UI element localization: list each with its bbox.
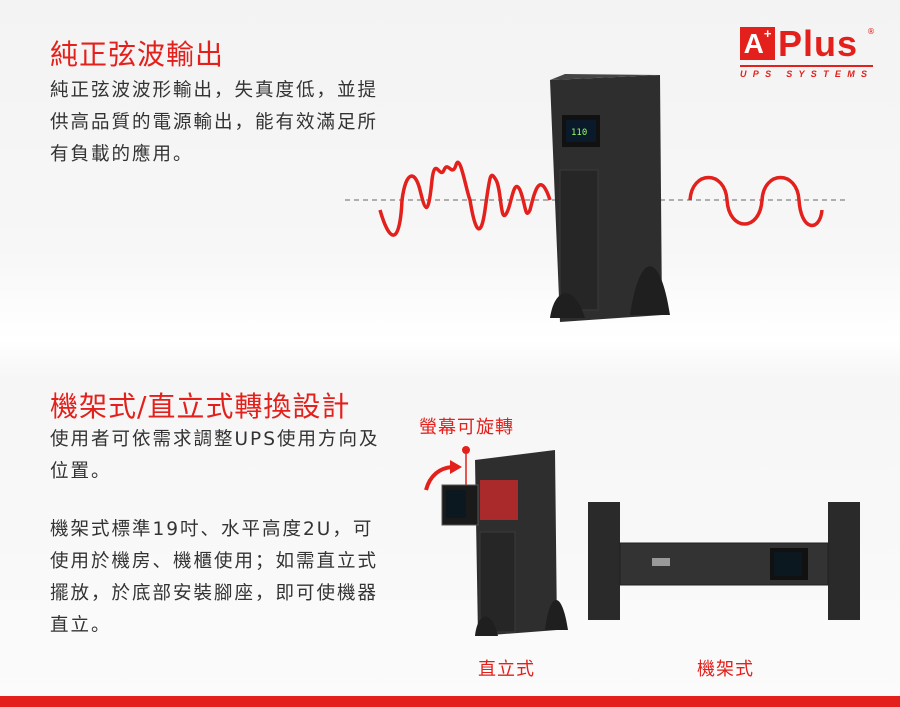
ups-tower-standing: [441, 450, 568, 636]
rotatable-screen-callout: 螢幕可旋轉: [419, 417, 514, 438]
logo-plus: +: [763, 27, 772, 41]
section1-title: 純正弦波輸出: [50, 38, 225, 71]
caption-tower: 直立式: [478, 659, 535, 680]
pure-sine-wave: [688, 175, 824, 228]
logo-divider: [740, 65, 873, 67]
tower-and-rack-illustration: [424, 446, 860, 636]
ups-tower-unit: 110: [550, 74, 670, 322]
caption-rack: 機架式: [697, 659, 754, 680]
sine-wave-illustration: 110: [345, 74, 845, 322]
section2-body-2: 機架式標準19吋、水平高度2U，可使用於機房、機櫃使用；如需直立式擺放，於底部安…: [50, 519, 379, 636]
section2-title: 機架式/直立式轉換設計: [50, 390, 351, 423]
section1-body: 純正弦波波形輸出，失真度低，並提供高品質的電源輸出，能有效滿足所有負載的應用。: [50, 80, 379, 165]
rotate-arrow-icon: [424, 465, 453, 491]
lcd-readout: 110: [571, 128, 587, 138]
section2-body-1: 使用者可依需求調整UPS使用方向及位置。: [50, 429, 380, 482]
bottom-accent-bar: [0, 696, 900, 707]
distorted-wave: [378, 160, 552, 237]
registered-mark: ®: [867, 27, 875, 36]
arrow-head: [450, 460, 462, 474]
logo-initial: A: [743, 28, 764, 59]
logo-box: A +: [740, 27, 775, 60]
logo-tagline: UPS SYSTEMS: [740, 69, 874, 79]
aplus-logo: A + Plus ® UPS SYSTEMS: [740, 23, 875, 82]
ups-rack-mounted: [588, 502, 860, 620]
logo-word: Plus: [778, 23, 859, 64]
